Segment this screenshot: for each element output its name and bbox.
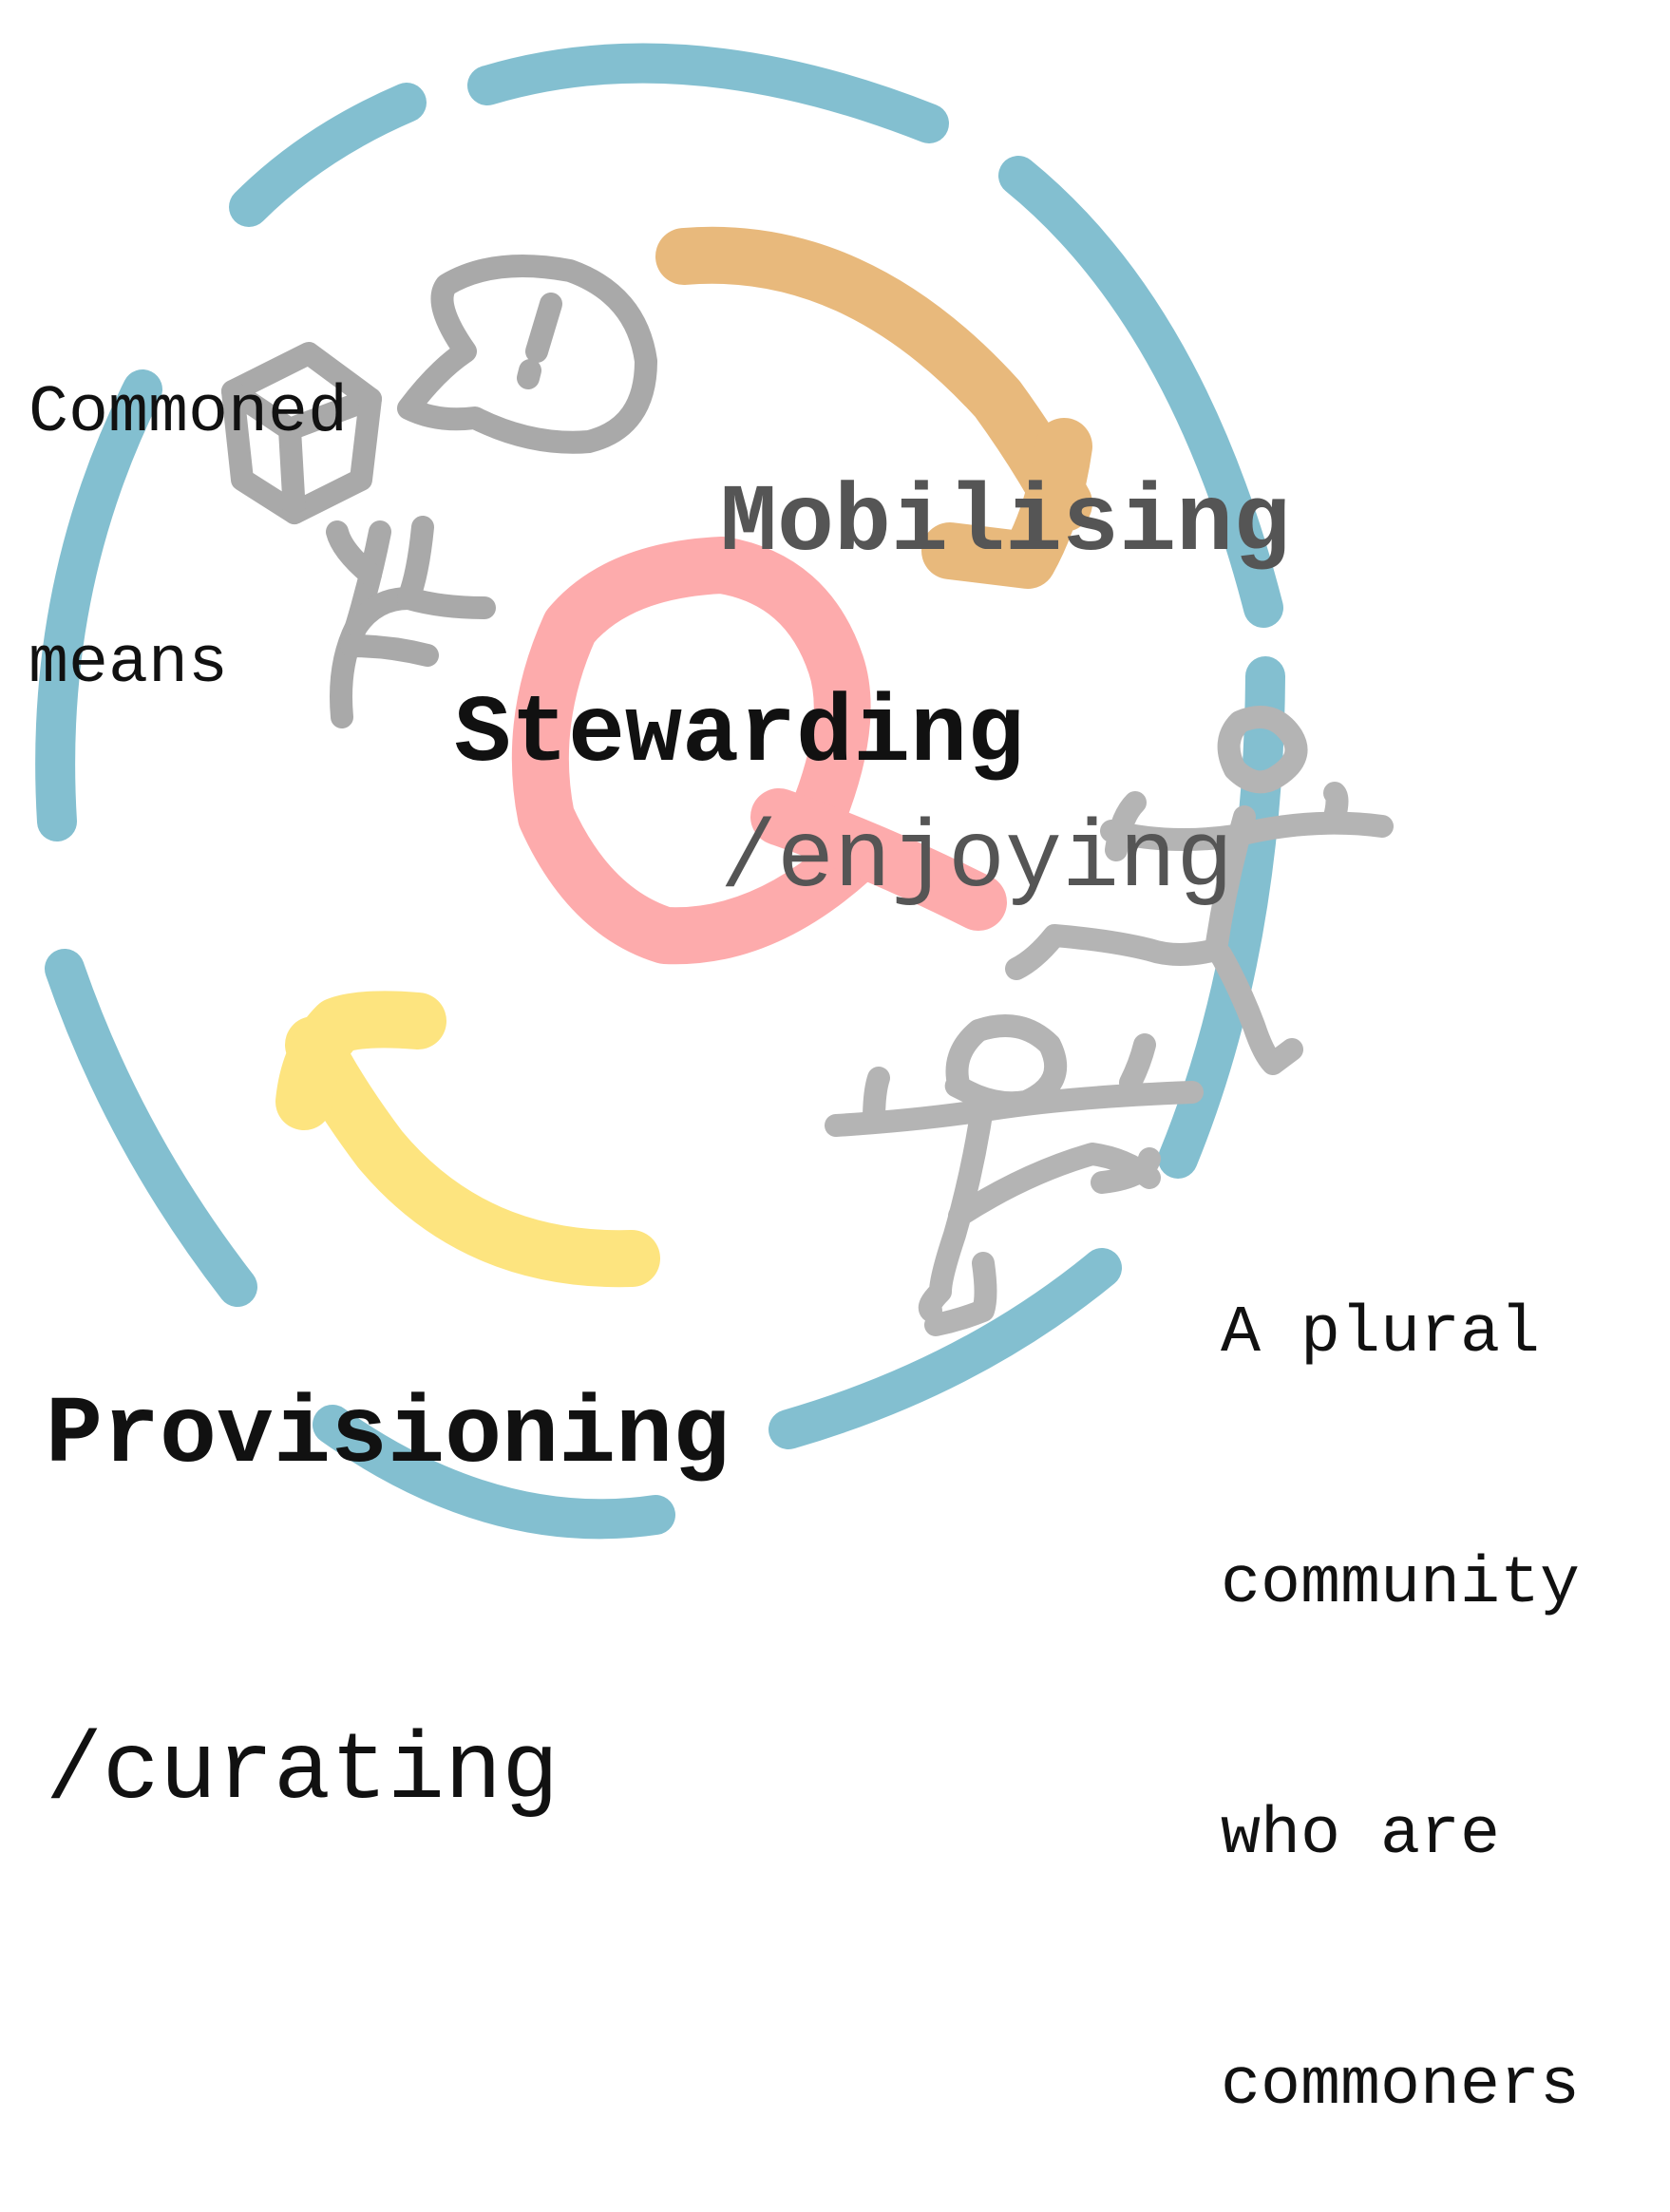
speech-bubble-exclamation-icon <box>397 255 657 454</box>
provisioning-title: Provisioning <box>46 1383 731 1490</box>
commoned-means-line1: Commoned <box>28 376 349 451</box>
commons-cycle-diagram <box>35 43 1394 1540</box>
sprout-icon <box>326 516 496 728</box>
stewarding-label: Stewarding <box>454 682 1025 789</box>
ring-segment <box>45 949 257 1307</box>
cube-icon <box>221 342 382 524</box>
community-line4: commoners <box>1221 2049 1581 2124</box>
community-line2: community <box>1221 1547 1581 1622</box>
ring-segment <box>769 1248 1122 1449</box>
ring-segment <box>313 1405 675 1540</box>
provisioning-label: Provisioning /curating <box>46 1157 730 1941</box>
ring-segment <box>467 43 949 143</box>
community-line1: A plural <box>1221 1296 1541 1371</box>
commoned-means-label: Commoned means <box>28 205 348 790</box>
stick-figure-icon <box>1005 706 1394 1075</box>
provisioning-arrow <box>275 991 660 1288</box>
outer-ring <box>35 43 1285 1540</box>
ring-segment <box>229 83 427 227</box>
enjoying-subtitle: /enjoying <box>720 807 1234 915</box>
ring-segment <box>998 156 1283 628</box>
community-line3: who are <box>1221 1798 1501 1873</box>
stick-figure-icon <box>825 1014 1204 1336</box>
stewarding-loop <box>511 537 1007 965</box>
ring-segment <box>35 369 162 841</box>
community-label: A plural community who are commoners <box>1221 1125 1580 2212</box>
mobilising-label: Mobilising /enjoying <box>720 245 1290 1030</box>
commoned-means-line2: means <box>28 627 229 702</box>
mobilising-arrow <box>655 226 1092 589</box>
mobilising-title: Mobilising <box>720 471 1291 578</box>
curating-subtitle: /curating <box>46 1719 560 1826</box>
